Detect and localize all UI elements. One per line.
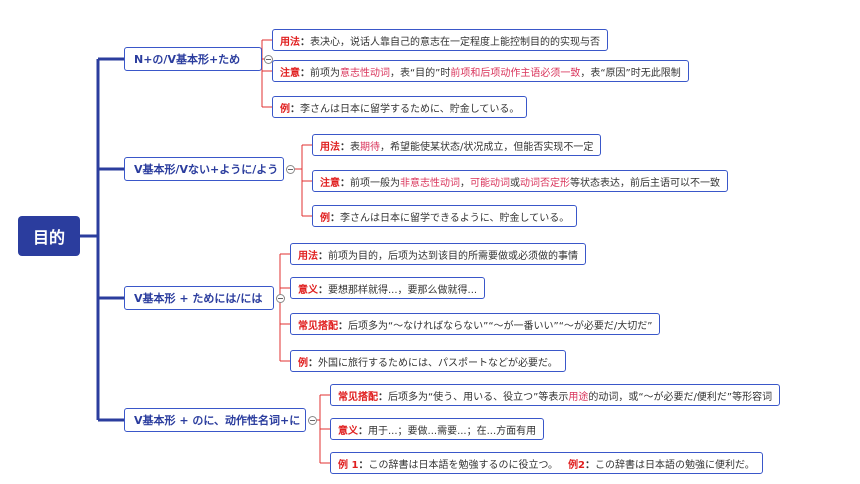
emphasis-text: 意志性动词	[340, 67, 390, 79]
label-separator: ：	[340, 177, 350, 189]
leaf-text: ，	[460, 177, 470, 189]
collapse-toggle-icon[interactable]	[286, 165, 295, 174]
leaf-text: ，希望能使某状态/状况成立，但能否实现不一定	[380, 141, 594, 153]
leaf-text: ，表	[390, 67, 410, 79]
leaf-text: 的动词，或“～が必要だ/便利だ”等形容词	[588, 391, 773, 403]
leaf-node[interactable]: 例：李さんは日本に留学するために、貯金している。	[272, 96, 528, 118]
emphasis-text: 非意志性动词	[400, 177, 460, 189]
leaf-node[interactable]: 用法：前项为目的，后项为达到该目的所需要做或必须做的事情	[290, 243, 586, 265]
leaf-node[interactable]: 例 1：この辞書は日本語を勉強するのに役立つ。 例2：この辞書は日本語の勉強に便…	[330, 452, 763, 474]
collapse-toggle-icon[interactable]	[276, 294, 285, 303]
leaf-node[interactable]: 例：李さんは日本に留学できるように、貯金している。	[312, 205, 578, 227]
leaf-text: 要想那样就得...，要那么做就得...	[328, 284, 478, 296]
root-node[interactable]: 目的	[18, 216, 80, 256]
leaf-text: この辞書は日本語を勉強するのに役立つ。	[368, 459, 559, 471]
leaf-text: 外国に旅行するためには、パスポートなどが必要だ。	[318, 357, 558, 369]
leaf-text: 或	[510, 177, 520, 189]
emphasis-text: 动词否定形	[520, 177, 570, 189]
leaf-label: 注意	[320, 177, 340, 189]
collapse-toggle-icon[interactable]	[264, 55, 273, 64]
leaf-text: 李さんは日本に留学できるように、貯金している。	[340, 212, 570, 224]
leaf-label: 常见搭配	[338, 391, 378, 403]
branch-node[interactable]: V基本形/Vない+ように/よう	[124, 157, 284, 181]
leaf-label: 例	[280, 103, 290, 115]
label-separator: ：	[308, 357, 318, 369]
leaf-text: 表	[350, 141, 360, 153]
leaf-label: 例2	[568, 459, 586, 471]
leaf-label: 例 1	[338, 459, 359, 471]
leaf-text: ，表“原因”时无此限制	[580, 67, 681, 79]
label-separator: ：	[300, 67, 310, 79]
label-separator: ：	[330, 212, 340, 224]
leaf-text: 后项多为“～なければならない”“～が一番いい”“～が必要だ/大切だ”	[348, 320, 653, 332]
leaf-label: 注意	[280, 67, 300, 79]
collapse-toggle-icon[interactable]	[308, 416, 317, 425]
label-separator: ：	[378, 391, 388, 403]
leaf-text: 等状态表达，前后主语可以不一致	[570, 177, 720, 189]
emphasis-text: 期待	[360, 141, 380, 153]
leaf-text: “目的”时	[410, 67, 451, 79]
leaf-node[interactable]: 用法：表决心，说话人靠自己的意志在一定程度上能控制目的的实现与否	[272, 29, 608, 51]
leaf-label: 用法	[320, 141, 340, 153]
label-separator: ：	[358, 425, 368, 437]
leaf-text: この辞書は日本語の勉強に便利だ。	[595, 459, 755, 471]
leaf-text: 李さんは日本に留学するために、貯金している。	[300, 103, 520, 115]
emphasis-text: 用途	[568, 391, 589, 403]
leaf-label: 意义	[298, 284, 318, 296]
leaf-node[interactable]: 例：外国に旅行するためには、パスポートなどが必要だ。	[290, 350, 566, 372]
leaf-label: 常见搭配	[298, 320, 338, 332]
leaf-label: 例	[320, 212, 330, 224]
leaf-text: 前项一般为	[350, 177, 400, 189]
leaf-node[interactable]: 用法：表期待，希望能使某状态/状况成立，但能否实现不一定	[312, 134, 602, 156]
emphasis-text: 可能动词	[470, 177, 510, 189]
label-separator: ：	[340, 141, 350, 153]
branch-node[interactable]: V基本形 + ためには/には	[124, 286, 274, 310]
leaf-node[interactable]: 意义：要想那样就得...，要那么做就得...	[290, 277, 486, 299]
leaf-label: 意义	[338, 425, 358, 437]
label-separator: ：	[358, 459, 369, 471]
label-separator: ：	[318, 284, 328, 296]
leaf-node[interactable]: 意义：用于...；要做...需要...；在...方面有用	[330, 418, 545, 440]
leaf-node[interactable]: 注意：前项一般为非意志性动词，可能动词或动词否定形等状态表达，前后主语可以不一致	[312, 170, 728, 192]
leaf-text: 表决心，说话人靠自己的意志在一定程度上能控制目的的实现与否	[310, 36, 600, 48]
leaf-node[interactable]: 常见搭配：后项多为“使う、用いる、役立つ”等表示用途的动词，或“～が必要だ/便利…	[330, 384, 781, 406]
leaf-text: 前项为目的，后项为达到该目的所需要做或必须做的事情	[328, 250, 578, 262]
leaf-text: 前项为	[310, 67, 340, 79]
label-separator: ：	[338, 320, 348, 332]
emphasis-text: 前项和后项动作主语必须一致	[450, 67, 581, 79]
label-separator: ：	[300, 36, 310, 48]
leaf-text: 用于...；要做...需要...；在...方面有用	[368, 425, 537, 437]
leaf-label: 例	[298, 357, 308, 369]
leaf-label: 用法	[280, 36, 300, 48]
leaf-text: 后项多为“使う、用いる、役立つ”等表示	[388, 391, 569, 403]
branch-node[interactable]: V基本形 + のに、动作性名词+に	[124, 408, 306, 432]
label-separator: ：	[290, 103, 300, 115]
leaf-label: 用法	[298, 250, 318, 262]
label-separator: ：	[585, 459, 596, 471]
leaf-node[interactable]: 常见搭配：后项多为“～なければならない”“～が一番いい”“～が必要だ/大切だ”	[290, 313, 661, 335]
label-separator: ：	[318, 250, 328, 262]
leaf-node[interactable]: 注意：前项为意志性动词，表“目的”时前项和后项动作主语必须一致，表“原因”时无此…	[272, 60, 689, 82]
spacer	[558, 456, 568, 471]
branch-node[interactable]: N+の/V基本形+ため	[124, 47, 262, 71]
